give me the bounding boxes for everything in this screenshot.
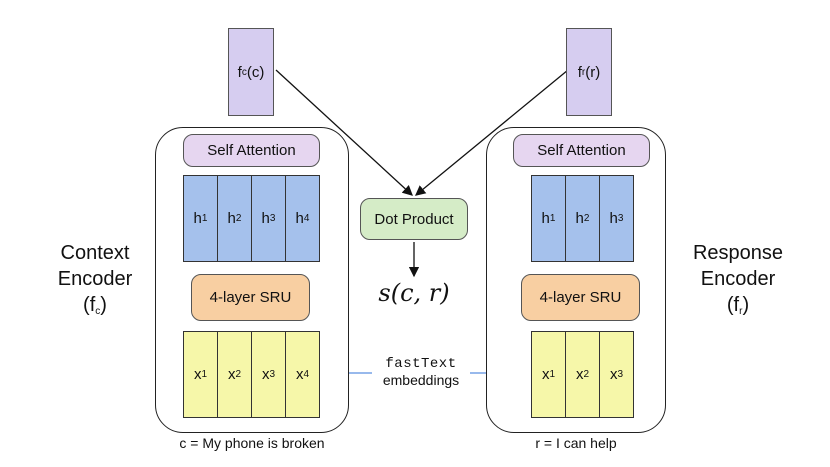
embeddings-word: embeddings xyxy=(382,372,460,388)
response-sru: 4-layer SRU xyxy=(521,274,640,321)
context-encoder-label: Context Encoder (fc) xyxy=(40,240,150,325)
context-encoder-title-line2: Encoder xyxy=(57,268,133,290)
context-sru: 4-layer SRU xyxy=(191,274,310,321)
embeddings-name: fastText xyxy=(385,356,457,372)
score-function: s(c, r) xyxy=(378,279,450,307)
context-caption: c = My phone is broken xyxy=(179,435,325,451)
dot-product-box: Dot Product xyxy=(360,198,468,240)
arrow-fc-to-dot xyxy=(275,69,413,196)
response-self-attention: Self Attention xyxy=(513,134,650,167)
context-encoder-fn: (fc) xyxy=(83,294,107,317)
context-encoder-title-line1: Context xyxy=(60,242,130,264)
response-encoder-title-line2: Encoder xyxy=(700,268,776,290)
response-encoder-fn: (fr) xyxy=(726,294,750,317)
arrow-fr-to-dot xyxy=(414,69,569,196)
context-self-attention: Self Attention xyxy=(183,134,320,167)
embeddings-label: fastText embeddings xyxy=(372,356,470,388)
response-encoder-title-line1: Response xyxy=(692,242,784,264)
response-encoder-label: Response Encoder (fr) xyxy=(678,240,798,325)
response-caption: r = I can help xyxy=(535,435,617,451)
